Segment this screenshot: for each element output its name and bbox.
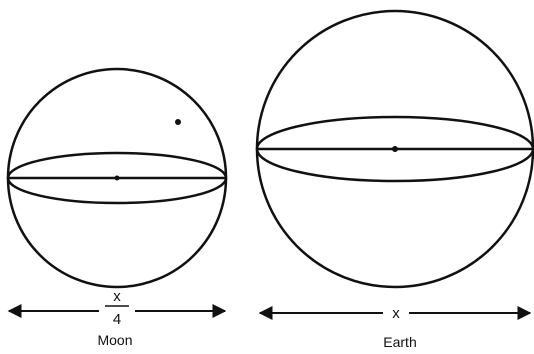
moon-dimension-numerator: x [113, 288, 121, 305]
moon-surface-dot [175, 119, 181, 125]
moon-dimension: x 4 Moon [9, 288, 225, 348]
moon-dimension-denominator: 4 [113, 311, 121, 328]
moon-center-dot [115, 176, 120, 181]
earth-label: Earth [383, 334, 416, 350]
earth-sphere [257, 11, 533, 287]
earth-center-dot [392, 146, 398, 152]
earth-dimension: x Earth [260, 305, 530, 350]
moon-sphere [8, 69, 226, 287]
earth-dimension-label: x [392, 305, 400, 322]
moon-label: Moon [97, 332, 132, 348]
